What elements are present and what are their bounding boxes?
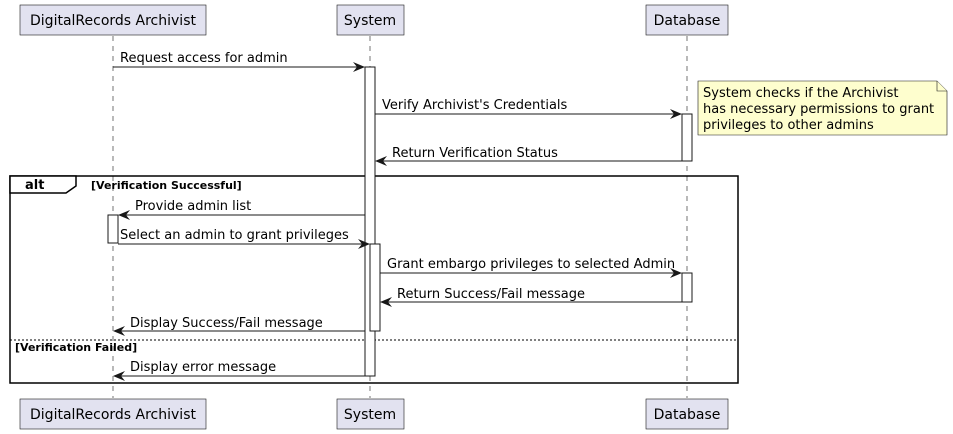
participant-label: Database [654, 13, 721, 29]
message-display-error: Display error message [113, 360, 365, 381]
note-line: has necessary permissions to grant [703, 102, 934, 117]
message-label: Select an admin to grant privileges [120, 228, 349, 243]
guard-verification-failed: [Verification Failed] [15, 341, 137, 354]
note-line: System checks if the Archivist [703, 86, 899, 101]
activation-system-outer [364, 66, 376, 377]
message-label: Return Verification Status [392, 146, 558, 161]
message-label: Return Success/Fail message [397, 287, 585, 302]
participant-label: System [344, 407, 396, 423]
message-select-admin: Select an admin to grant privileges [118, 228, 370, 249]
participant-system-top: System [336, 4, 405, 36]
participant-database-top: Database [645, 4, 729, 36]
note-permission-check: System checks if the Archivist has neces… [697, 80, 948, 136]
message-label: Provide admin list [135, 199, 251, 214]
message-label: Display Success/Fail message [130, 316, 323, 331]
participant-label: System [344, 13, 396, 29]
message-return-success-fail: Return Success/Fail message [380, 287, 682, 307]
alt-frame-tab [9, 175, 77, 194]
message-return-verification: Return Verification Status [375, 146, 682, 166]
message-grant-embargo: Grant embargo privileges to selected Adm… [380, 257, 682, 278]
message-label: Display error message [130, 360, 276, 375]
activation-database-grant [681, 272, 693, 303]
participant-label: DigitalRecords Archivist [30, 13, 196, 29]
alt-frame-label: alt [25, 178, 44, 193]
message-provide-admin-list: Provide admin list [118, 199, 365, 220]
message-verify-credentials: Verify Archivist's Credentials [375, 98, 682, 119]
activation-database-verify [681, 113, 693, 162]
participant-label: Database [654, 407, 721, 423]
activation-system-grant [369, 243, 381, 332]
message-request-access: Request access for admin [113, 51, 365, 72]
participant-archivist-top: DigitalRecords Archivist [19, 4, 207, 36]
participant-archivist-bottom: DigitalRecords Archivist [19, 398, 207, 430]
note-line: privileges to other admins [703, 118, 874, 133]
message-label: Request access for admin [120, 51, 288, 66]
participant-database-bottom: Database [645, 398, 729, 430]
message-display-success-fail: Display Success/Fail message [113, 316, 365, 336]
participant-system-bottom: System [336, 398, 405, 430]
participant-label: DigitalRecords Archivist [30, 407, 196, 423]
activation-archivist-select [107, 214, 119, 244]
guard-verification-successful: [Verification Successful] [91, 179, 242, 192]
message-label: Grant embargo privileges to selected Adm… [387, 257, 675, 272]
message-label: Verify Archivist's Credentials [382, 98, 568, 113]
